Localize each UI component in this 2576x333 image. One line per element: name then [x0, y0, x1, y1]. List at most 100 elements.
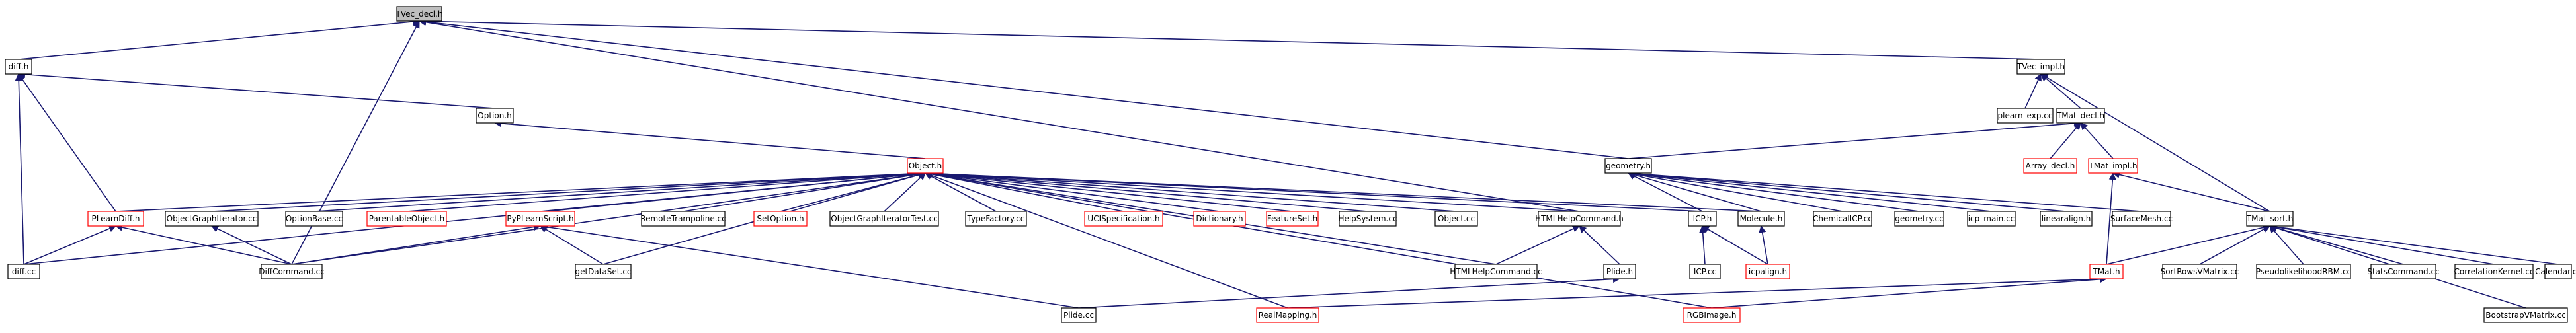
node-ucispec-h[interactable]: UCISpecification.h [1084, 211, 1163, 227]
node-tvec-impl[interactable]: TVec_impl.h [2016, 59, 2065, 75]
node-plide-cc[interactable]: Plide.cc [1061, 307, 1097, 323]
edge-object_h-ogi_cc [211, 169, 927, 212]
node-linearalign-h[interactable]: linearalign.h [2040, 211, 2093, 227]
node-box [2162, 264, 2237, 279]
node-typefactory-cc[interactable]: TypeFactory.cc [965, 211, 1027, 227]
node-box [2088, 158, 2138, 174]
node-box [1339, 211, 1397, 227]
node-label: TVec_impl.h [2016, 62, 2065, 71]
node-label: getDataSet.cc [575, 267, 631, 276]
node-object-cc[interactable]: Object.cc [1434, 211, 1478, 227]
edge-tmat_h-rgbimage_h [1711, 276, 2108, 309]
edge-tmat_h-realmapping_h [1287, 275, 2108, 309]
node-icpmain-cc[interactable]: icp_main.cc [1967, 211, 2016, 227]
node-label: geometry.cc [1895, 214, 1943, 223]
node-icpalign-h[interactable]: icpalign.h [1745, 264, 1790, 279]
node-label: HTMLHelpCommand.h [1535, 214, 1624, 223]
node-molecule-h[interactable]: Molecule.h [1737, 211, 1785, 227]
node-realmapping-h[interactable]: RealMapping.h [1256, 307, 1319, 323]
node-featureset-h[interactable]: FeatureSet.h [1266, 211, 1319, 227]
edge-object_h-diff_cc [23, 170, 927, 265]
node-chemicalicp-cc[interactable]: ChemicalICP.cc [1813, 211, 1872, 227]
node-tmat-impl[interactable]: TMat_impl.h [2088, 158, 2138, 174]
node-icp-cc[interactable]: ICP.cc [1689, 264, 1721, 279]
node-htmlhelpcmd-h[interactable]: HTMLHelpCommand.h [1535, 211, 1624, 227]
edge-tmat_sort_h-sortrows_cc [2199, 225, 2270, 265]
node-label: Object.cc [1438, 214, 1475, 223]
edge-tvec_impl-tmat_decl [2040, 73, 2081, 109]
node-ogitest-cc[interactable]: ObjectGraphIteratorTest.cc [829, 211, 939, 227]
node-getdataset-cc[interactable]: getDataSet.cc [575, 264, 632, 279]
edge-htmlhelpcmd_h-plide_h [1579, 225, 1620, 265]
node-label: plearn_exp.cc [1998, 111, 2053, 120]
node-diff-cc[interactable]: diff.cc [7, 264, 40, 279]
node-surfacemesh-cc[interactable]: SurfaceMesh.cc [2110, 211, 2173, 227]
node-box [2256, 264, 2351, 279]
node-pyplearnscript-h[interactable]: PyPLearnScript.h [505, 211, 575, 227]
edge-plearndiff_h-diff_cc [23, 225, 117, 265]
edge-object_h-typefactory_cc [925, 172, 997, 212]
edge-diff_h-plearndiff_h [18, 73, 116, 212]
node-bootstrap-cc[interactable]: BootstrapVMatrix.cc [2483, 307, 2568, 323]
node-ogi-cc[interactable]: ObjectGraphIterator.cc [165, 211, 259, 227]
edge-object_h-rgbimage_h [924, 170, 1712, 309]
node-plide-h[interactable]: Plide.h [1603, 264, 1636, 279]
edge-plearndiff_h-diffcommand_cc [114, 223, 292, 265]
node-dictionary-h[interactable]: Dictionary.h [1193, 211, 1246, 227]
node-parentable-h[interactable]: ParentableObject.h [366, 211, 447, 227]
edge-geometry_h-chemicalicp_cc [1627, 170, 1843, 212]
edge-object_h-helpsystem_cc [924, 170, 1368, 212]
node-diffcommand-cc[interactable]: DiffCommand.cc [259, 264, 325, 279]
node-array-decl[interactable]: Array_decl.h [2023, 158, 2077, 174]
node-box [1454, 264, 1538, 279]
node-helpsystem-cc[interactable]: HelpSystem.cc [1338, 211, 1397, 227]
node-sortrows-cc[interactable]: SortRowsVMatrix.cc [2161, 264, 2239, 279]
node-label: icp_main.cc [1968, 214, 2015, 223]
node-box [2483, 307, 2568, 323]
edge-tvec_decl-htmlhelpcmd_h [418, 18, 1580, 212]
node-calendar-cc[interactable]: Calendar.cc [2535, 264, 2576, 279]
node-optionbase-cc[interactable]: OptionBase.cc [285, 211, 343, 227]
node-plearndiff-h[interactable]: PLearnDiff.h [87, 211, 144, 227]
node-tmat-sort-h[interactable]: TMat_sort.h [2246, 211, 2294, 227]
node-label: TypeFactory.cc [967, 214, 1025, 223]
edge-object_h-diffcommand_cc [291, 170, 927, 265]
node-setoption-h[interactable]: SetOption.h [753, 211, 808, 227]
node-geometry-cc[interactable]: geometry.cc [1894, 211, 1944, 227]
node-option-h[interactable]: Option.h [476, 108, 514, 124]
node-box [2112, 211, 2171, 227]
edge-object_h-object_cc [924, 170, 1457, 212]
node-box [476, 108, 514, 124]
edge-geometry_h-icp_h [1628, 172, 1703, 212]
edge-tmat_impl-tmat_sort_h [2112, 170, 2270, 212]
node-box [1745, 264, 1790, 279]
node-box [1894, 211, 1944, 227]
node-tmat-decl[interactable]: TMat_decl.h [2056, 108, 2105, 124]
node-icp-h[interactable]: ICP.h [1688, 211, 1717, 227]
node-object-h[interactable]: Object.h [907, 158, 944, 174]
node-geometry-h[interactable]: geometry.h [1604, 158, 1652, 174]
node-box [1061, 307, 1097, 323]
edge-geometry_h-geometry_cc [1627, 170, 1920, 212]
edge-tvec_decl-diff_h [18, 18, 421, 60]
node-label: Plide.h [1606, 267, 1633, 276]
node-corrkernel-cc[interactable]: CorrelationKernel.cc [2454, 264, 2534, 279]
edge-geometry_h-linearalign_h [1627, 170, 2067, 212]
node-diff-h[interactable]: diff.h [5, 59, 32, 75]
node-statscmd-cc[interactable]: StatsCommand.cc [2367, 264, 2440, 279]
node-plearn-exp[interactable]: plearn_exp.cc [1997, 108, 2054, 124]
node-rgbimage-h[interactable]: RGBImage.h [1683, 307, 1741, 323]
node-tmat-h[interactable]: TMat.h [2089, 264, 2124, 279]
edge-option_h-object_h [493, 120, 926, 159]
node-remotetramp-cc[interactable]: RemoteTrampoline.cc [640, 211, 726, 227]
node-htmlhelpcmd-cc[interactable]: HTMLHelpCommand.cc [1450, 264, 1542, 279]
node-pseudolik-cc[interactable]: PseudolikelihoodRBM.cc [2256, 264, 2351, 279]
node-tvec-decl[interactable]: TVec_decl.h [395, 6, 443, 22]
node-label: linearalign.h [2042, 214, 2091, 223]
node-box [1434, 211, 1478, 227]
edge-pyplearnscript_h-plide_cc [539, 223, 1079, 309]
edge-geometry_h-molecule_h [1627, 171, 1762, 212]
node-label: PyPLearnScript.h [507, 214, 573, 223]
node-label: diff.h [9, 62, 29, 71]
